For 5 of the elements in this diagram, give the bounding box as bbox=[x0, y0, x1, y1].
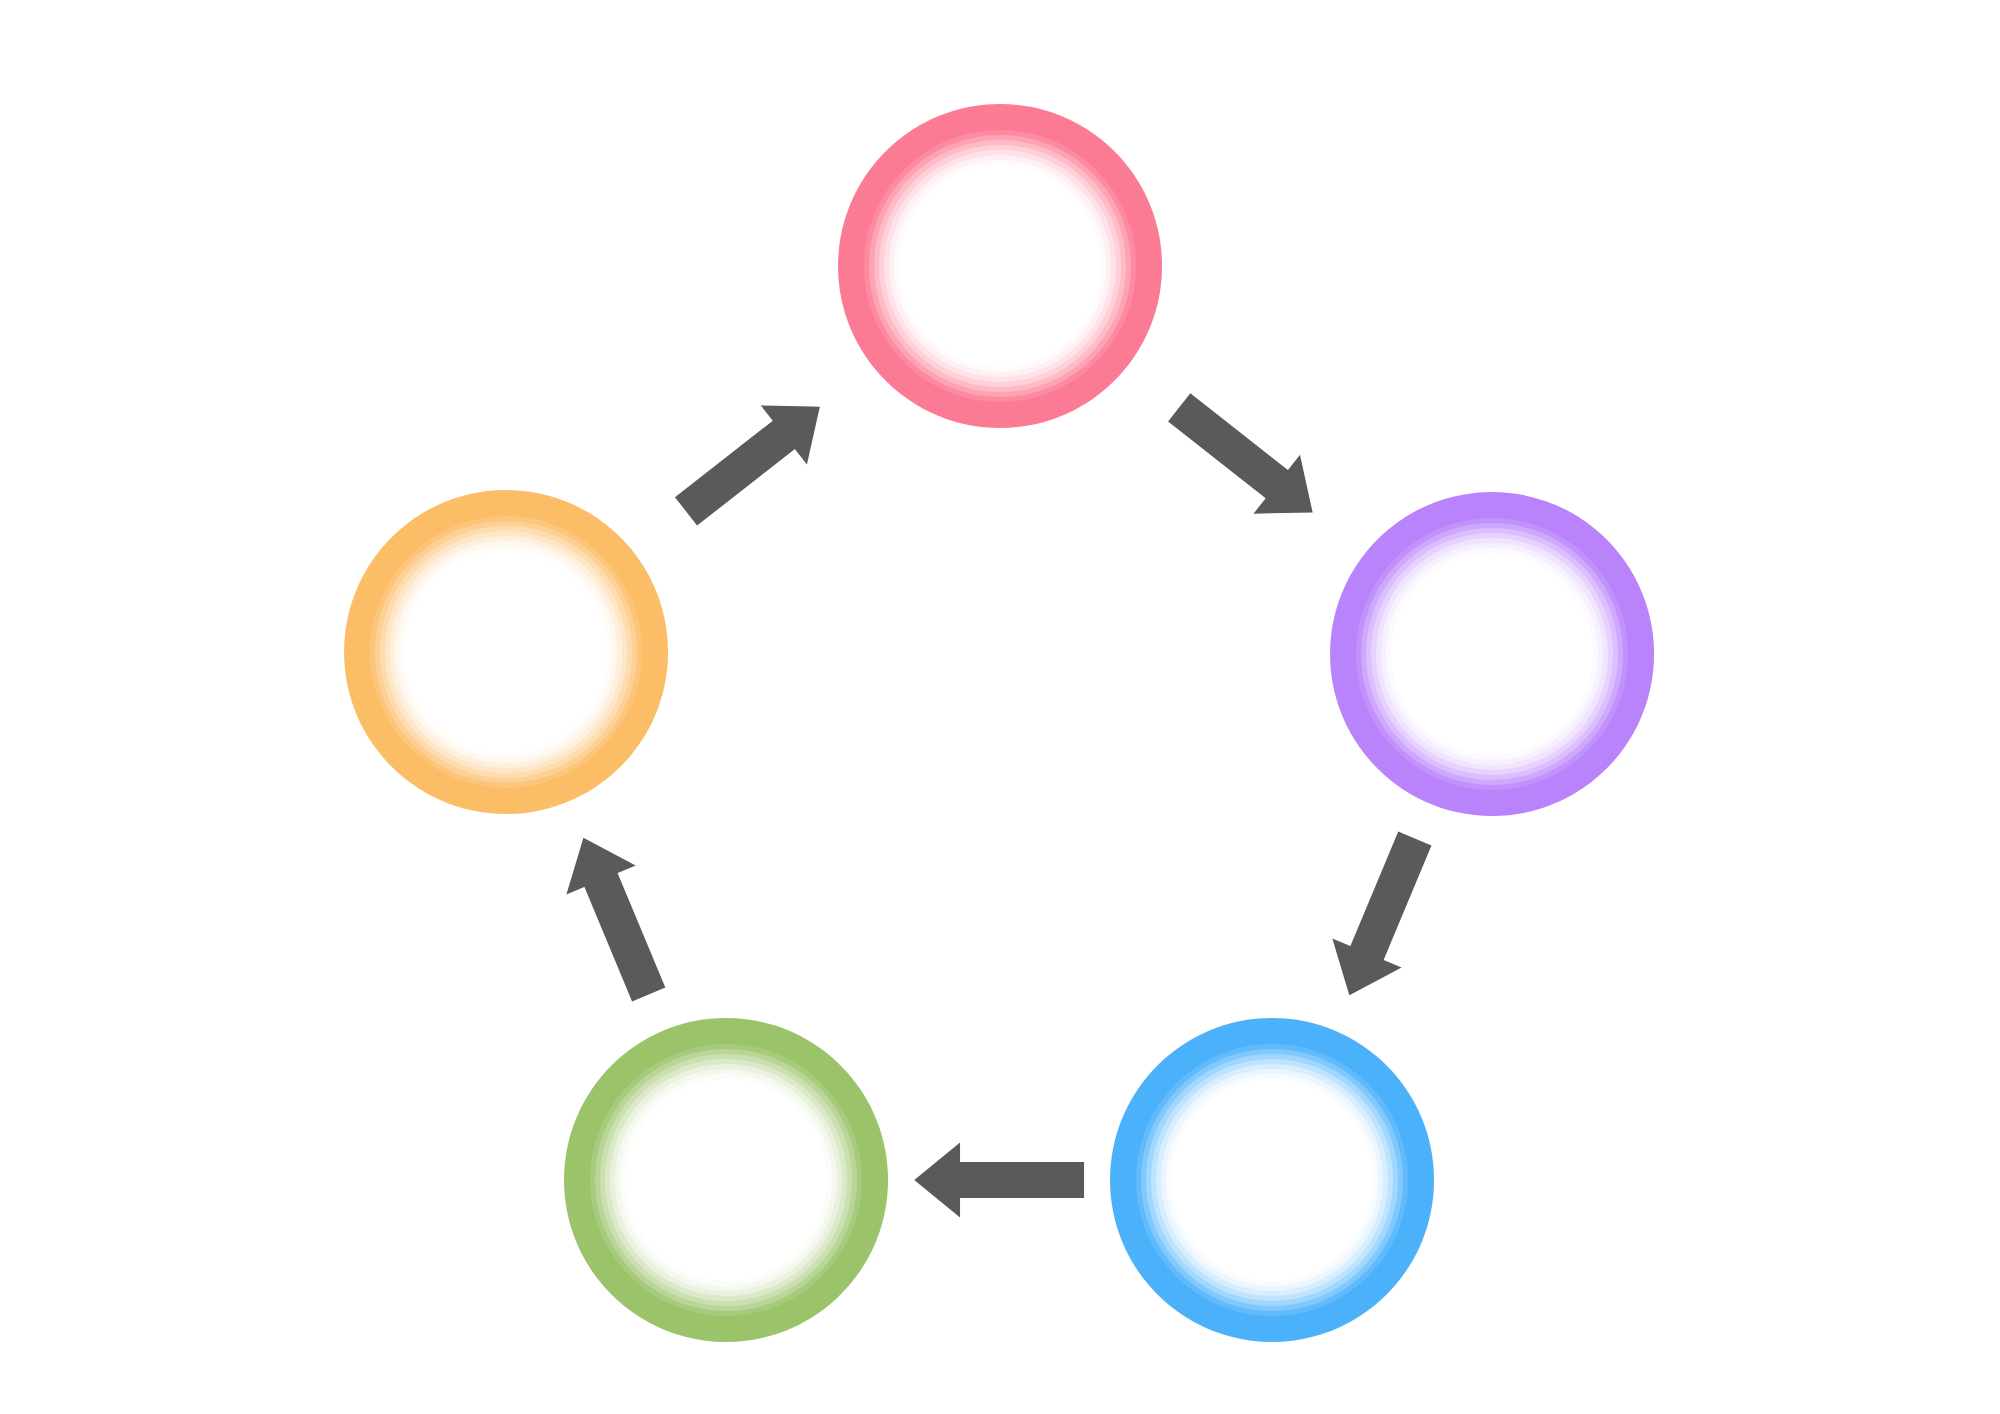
ring bbox=[564, 1018, 888, 1342]
ring bbox=[838, 104, 1163, 428]
ring bbox=[1330, 492, 1655, 816]
ring bbox=[344, 490, 669, 814]
ring bbox=[1110, 1018, 1435, 1342]
